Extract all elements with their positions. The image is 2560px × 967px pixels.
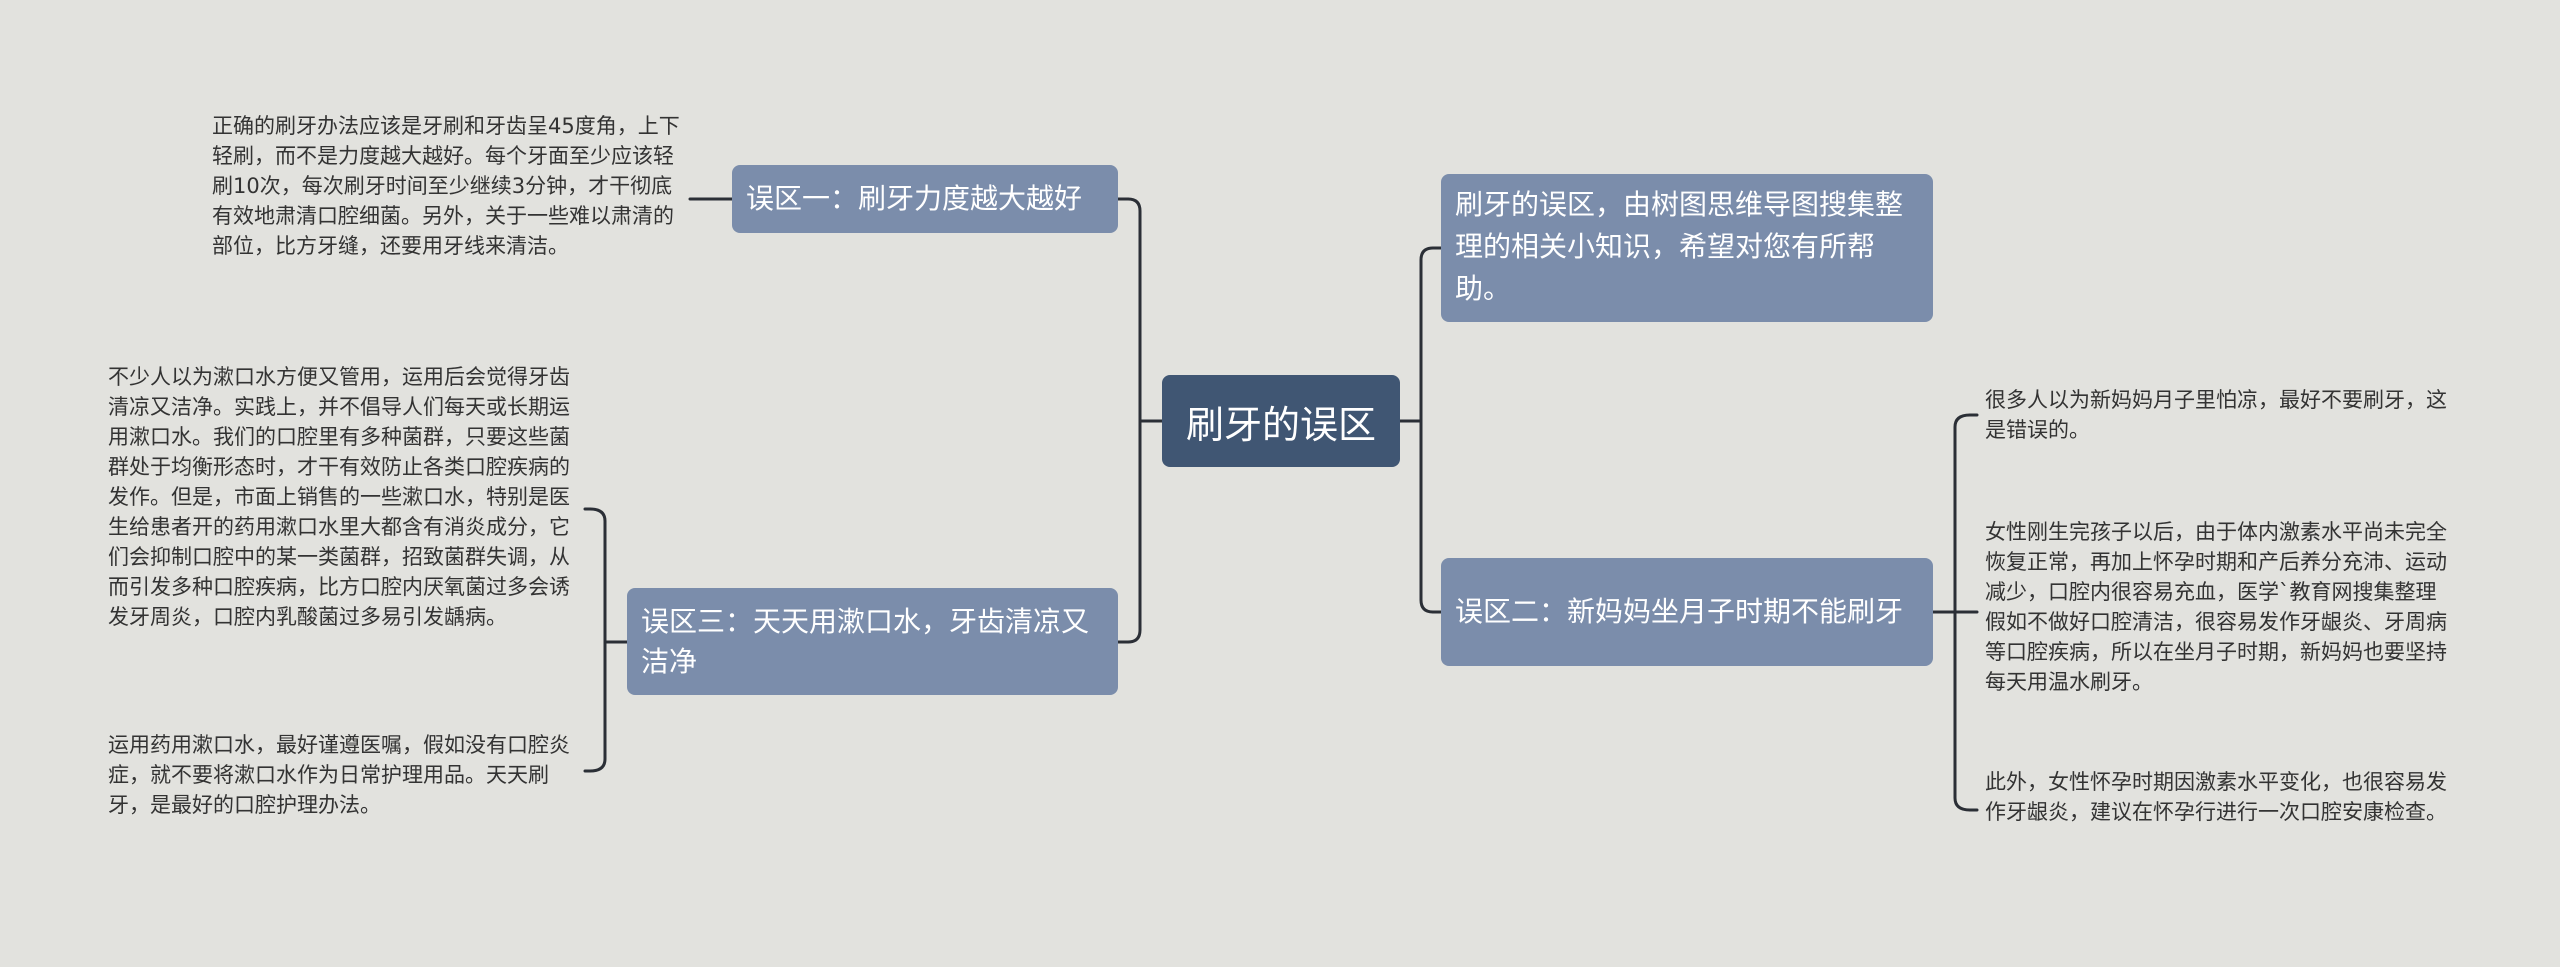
connector-right-spine	[1419, 246, 1435, 614]
branch-myth-2[interactable]: 误区二：新妈妈坐月子时期不能刷牙	[1441, 558, 1933, 666]
leaf-myth-1-text[interactable]: 正确的刷牙办法应该是牙刷和牙齿呈45度角，上下轻刷，而不是力度越大越好。每个牙面…	[212, 114, 680, 258]
branch-intro[interactable]: 刷牙的误区，由树图思维导图搜集整理的相关小知识，希望对您有所帮助。	[1441, 174, 1933, 322]
leaf-myth-3-text-2[interactable]: 运用药用漱口水，最好谨遵医嘱，假如没有口腔炎症，就不要将漱口水作为日常护理用品。…	[108, 733, 570, 817]
root-topic-label: 刷牙的误区	[1185, 402, 1376, 447]
branch-myth-1[interactable]: 误区一：刷牙力度越大越好	[732, 165, 1118, 233]
branch-myth-3[interactable]: 误区三：天天用漱口水，牙齿清凉又洁净	[627, 588, 1118, 695]
leaf-myth-3-text-1[interactable]: 不少人以为漱口水方便又管用，运用后会觉得牙齿清凉又洁净。实践上，并不倡导人们每天…	[108, 365, 570, 629]
leaf-myth-2-text-1[interactable]: 很多人以为新妈妈月子里怕凉，最好不要刷牙，这是错误的。	[1985, 388, 2447, 442]
branch-intro-label: 刷牙的误区，由树图思维导图搜集整理的相关小知识，希望对您有所帮助。	[1455, 188, 1904, 305]
connector-myth3-bracket	[588, 507, 607, 773]
leaf-myth-2-text-3[interactable]: 此外，女性怀孕时期因激素水平变化，也很容易发作牙龈炎，建议在怀孕行进行一次口腔安…	[1985, 770, 2447, 824]
root-topic[interactable]: 刷牙的误区	[1162, 375, 1400, 467]
leaf-myth-2-text-2[interactable]: 女性刚生完孩子以后，由于体内激素水平尚未完全恢复正常，再加上怀孕时期和产后养分充…	[1985, 520, 2447, 694]
branch-myth-1-label: 误区一：刷牙力度越大越好	[746, 182, 1083, 215]
branch-myth-2-label: 误区二：新妈妈坐月子时期不能刷牙	[1455, 595, 1904, 628]
connector-left-spine	[1126, 197, 1142, 644]
branch-myth-3-label: 误区三：天天用漱口水，牙齿清凉又洁净	[641, 604, 1090, 678]
